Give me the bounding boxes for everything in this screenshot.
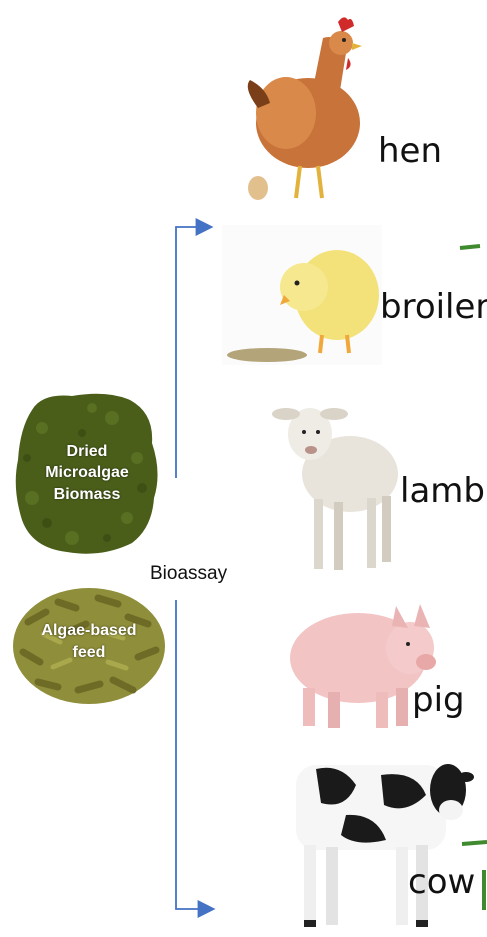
cow-image (286, 755, 476, 935)
lamb-image (272, 394, 402, 579)
broiler-image (222, 225, 382, 365)
algae-based-feed: Algae-based feed (8, 572, 170, 712)
feed-label: Algae-based feed (41, 620, 136, 663)
side-bracket-top (460, 246, 480, 248)
cow-label: cow (408, 862, 475, 902)
bioassay-label: Bioassay (150, 563, 227, 585)
hen-label: hen (378, 131, 442, 171)
arrow-to-cow (176, 600, 212, 909)
hen-image (238, 8, 368, 208)
dried-microalgae-biomass: Dried Microalgae Biomass (12, 388, 162, 558)
lamb-label: lamb (400, 471, 485, 511)
dried-biomass-label: Dried Microalgae Biomass (45, 441, 129, 506)
broiler-label: broiler (380, 287, 487, 327)
arrow-to-broiler (176, 227, 210, 478)
pig-label: pig (412, 680, 465, 720)
